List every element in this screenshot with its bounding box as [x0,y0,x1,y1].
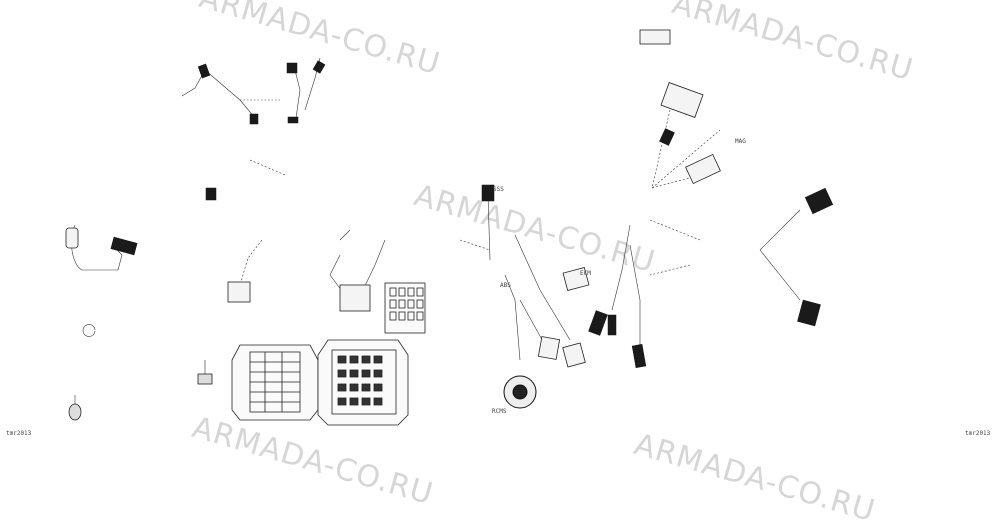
footer-left-code: tmr2013 [6,430,32,437]
label-sss: SSS [493,186,504,193]
label-rcms: RCMS [492,408,507,415]
label-abs: ABS [500,282,511,289]
label-ecm: ECM [580,270,591,277]
label-mag: MAG [735,138,746,145]
wiring-diagram: ARMADA-CO.RU ARMADA-CO.RU ARMADA-CO.RU A… [6,0,991,529]
footer-right-code: tmr2013 [965,430,991,437]
diagram-lines [65,29,834,426]
